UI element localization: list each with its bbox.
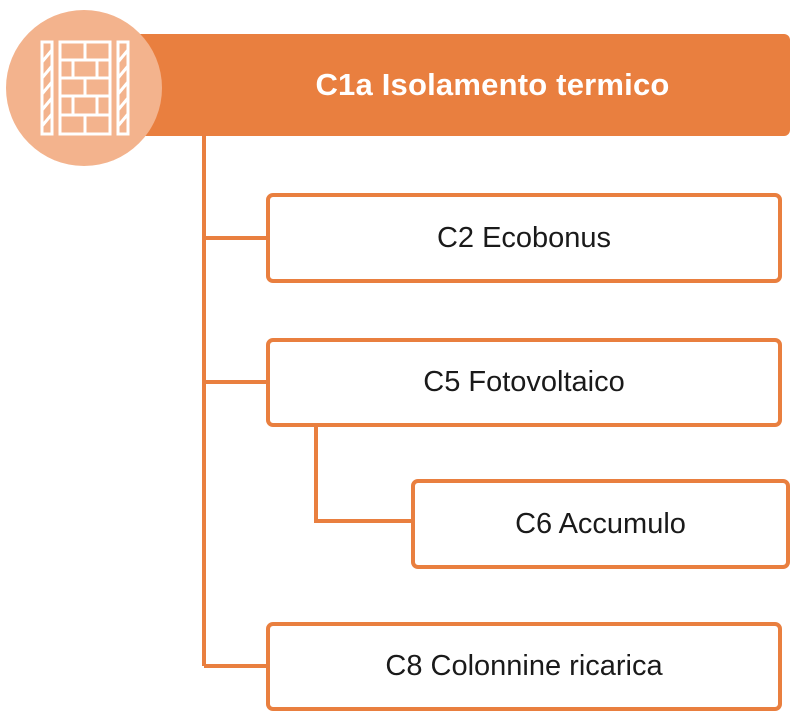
header-title: C1a Isolamento termico: [315, 67, 670, 102]
icon-badge: [6, 10, 162, 166]
node-c8-colonnine-ricarica: C8 Colonnine ricarica: [266, 622, 782, 711]
brick-wall-icon: [40, 40, 130, 136]
header-bar: C1a Isolamento termico: [125, 34, 790, 136]
node-c5-fotovoltaico: C5 Fotovoltaico: [266, 338, 782, 427]
node-c6-accumulo: C6 Accumulo: [411, 479, 790, 569]
node-label: C8 Colonnine ricarica: [385, 650, 663, 682]
node-label: C6 Accumulo: [515, 507, 686, 540]
branch-c6: [314, 425, 413, 523]
node-c2-ecobonus: C2 Ecobonus: [266, 193, 782, 283]
node-label: C5 Fotovoltaico: [423, 366, 625, 398]
node-label: C2 Ecobonus: [436, 221, 612, 254]
